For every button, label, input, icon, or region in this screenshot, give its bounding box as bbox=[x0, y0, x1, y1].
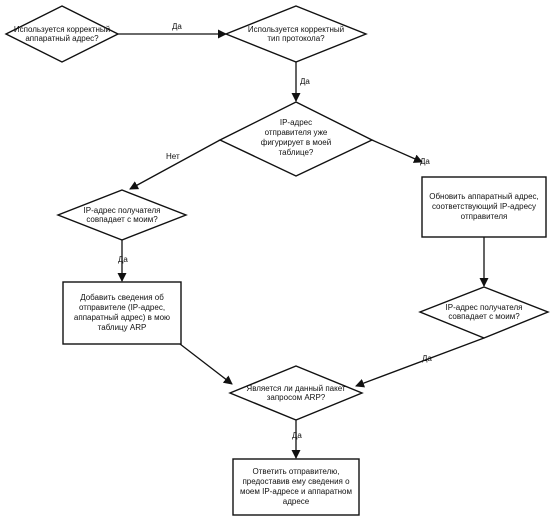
box-reply-to-sender: Ответить отправителю,предоставив ему све… bbox=[232, 458, 360, 516]
decision-diamond bbox=[4, 5, 120, 63]
process-box bbox=[232, 458, 360, 516]
process-box bbox=[421, 176, 547, 238]
decision-diamond bbox=[56, 189, 188, 241]
edge-label-d4-yes: Да bbox=[118, 255, 128, 264]
edge-label-d6-yes: Да bbox=[292, 431, 302, 440]
decision-diamond bbox=[224, 5, 368, 63]
edge-d3-update bbox=[371, 139, 423, 163]
edge-label-d3-no: Нет bbox=[166, 152, 180, 161]
edge-labels: Да Да Нет Да Да Да Да bbox=[118, 22, 432, 440]
box-update-hardware-address: Обновить аппаратный адрес,соответствующи… bbox=[421, 176, 547, 238]
node-text: Ответить отправителю,предоставив ему све… bbox=[240, 467, 352, 506]
process-box bbox=[62, 281, 182, 345]
node-text: Обновить аппаратный адрес,соответствующи… bbox=[429, 192, 539, 221]
decision-diamond bbox=[418, 286, 550, 339]
edge-d5-d6 bbox=[355, 337, 485, 388]
edge-label-d2-d3: Да bbox=[300, 77, 310, 86]
edge-d3-d4 bbox=[129, 139, 221, 190]
decision-diamond bbox=[218, 101, 374, 177]
edge-label-d3-yes: Да bbox=[420, 157, 430, 166]
edge-label-d5-yes: Да bbox=[422, 354, 432, 363]
edges bbox=[117, 29, 489, 459]
edge-add-d6 bbox=[179, 343, 233, 385]
decision-diamond bbox=[228, 365, 364, 421]
edge-label-d1-d2: Да bbox=[172, 22, 182, 31]
